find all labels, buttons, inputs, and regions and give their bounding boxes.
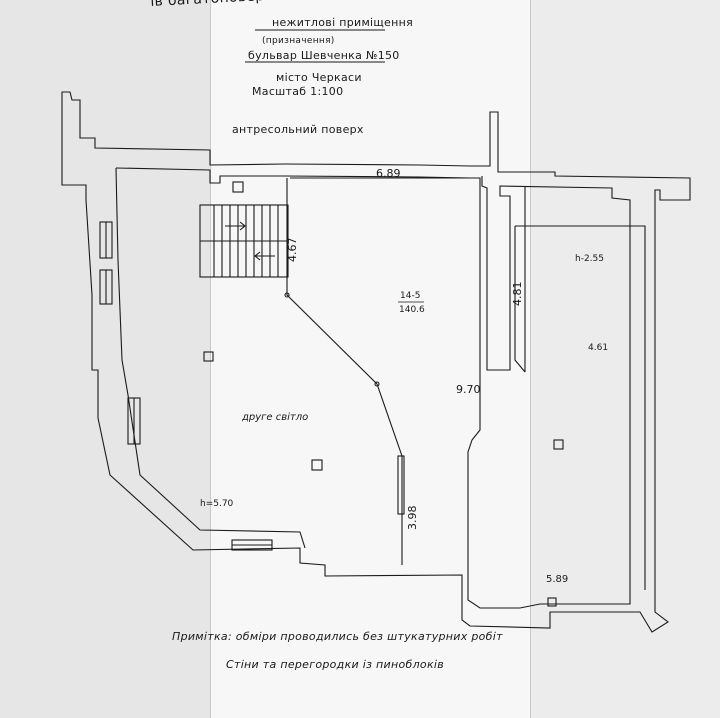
- purpose-caption: (призначення): [262, 36, 335, 46]
- column-marker-4: [553, 439, 564, 450]
- edge-point-lower: [374, 381, 380, 387]
- edge-point-upper: [284, 292, 290, 298]
- dim-stair: 4.67: [286, 238, 299, 263]
- column-marker-1: [232, 181, 244, 193]
- mezzanine-edge: [286, 178, 403, 565]
- paper-left-panel: [0, 0, 210, 718]
- room-number: 14-5: [400, 291, 420, 301]
- left-inner-wall: [115, 167, 306, 549]
- note-measurements: Примітка: обміри проводились без штукату…: [172, 630, 503, 643]
- floor-label: антресольний поверх: [232, 123, 364, 136]
- paper-fold-right: [530, 0, 531, 718]
- purpose-text: нежитлові приміщення: [272, 16, 414, 29]
- ceiling-height-right: h-2.55: [575, 254, 604, 264]
- column-marker-2: [203, 351, 214, 362]
- ceiling-height-left: h=5.70: [200, 499, 234, 509]
- staircase-arrow-down: [254, 251, 275, 261]
- address-text: бульвар Шевченка №150: [248, 49, 400, 62]
- dim-right: 4.61: [588, 343, 608, 353]
- dim-top: 6.89: [376, 167, 401, 180]
- right-recess-wall: [514, 186, 646, 590]
- dim-recess: 4.81: [511, 282, 524, 307]
- paper-middle-panel: [210, 0, 530, 718]
- city-text: місто Черкаси: [276, 71, 362, 84]
- dim-bottom-right: 5.89: [546, 574, 568, 585]
- dim-bottom-mid: 3.98: [406, 506, 419, 531]
- staircase-arrow-up: [225, 221, 246, 231]
- note-walls: Стіни та перегородки із пиноблоків: [226, 658, 445, 671]
- mezzanine-railing: [397, 455, 405, 515]
- inner-wall-outline: [115, 167, 631, 609]
- column-marker-3: [311, 459, 323, 471]
- column-marker-5: [547, 597, 557, 607]
- staircase-treads: [213, 205, 279, 277]
- scale-text: Масштаб 1:100: [252, 85, 344, 98]
- paper-fold-left: [210, 0, 211, 718]
- paper-right-panel: [530, 0, 720, 718]
- room-area: 140.6: [399, 305, 425, 315]
- outer-wall-outline: [61, 91, 691, 633]
- dim-middle: 9.70: [456, 383, 481, 396]
- double-height-label: друге світло: [241, 411, 308, 423]
